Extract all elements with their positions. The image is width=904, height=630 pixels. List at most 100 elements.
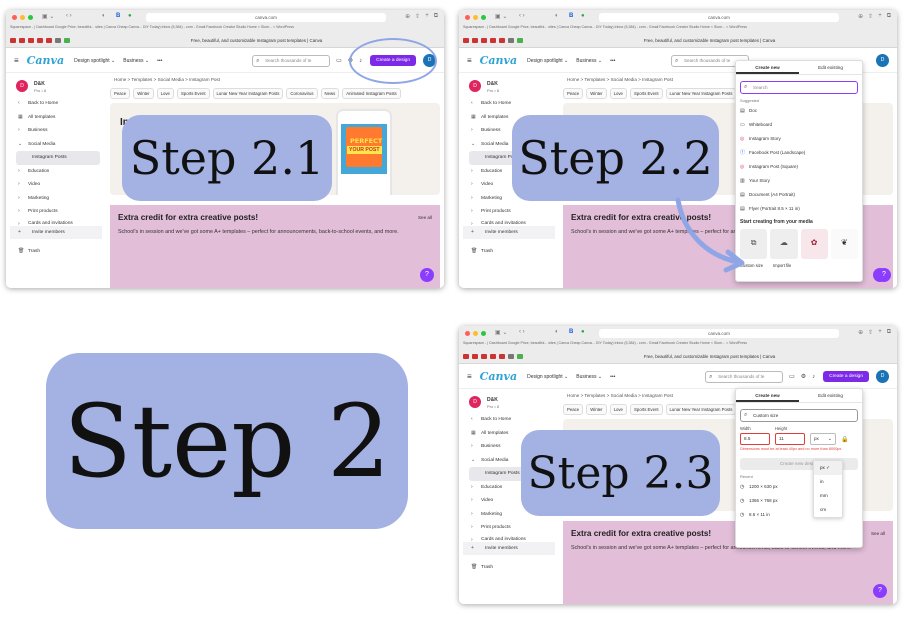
tab-edit-existing[interactable]: Edit existing [818,393,843,398]
dropdown-search-input[interactable]: ⌕Custom size [740,409,858,422]
chip-love[interactable]: Love [609,87,627,99]
chip-love[interactable]: Love [156,87,174,99]
sidebar-item-instagram-posts[interactable]: Instagram Posts [16,151,100,165]
create-design-button[interactable]: Create a design [823,371,869,382]
sidebar-item-video[interactable]: ›Video [459,494,559,508]
recent-size-item[interactable]: ◷8.5 × 11 in [736,508,862,522]
extension-icon[interactable]: B [116,13,121,19]
url-bar[interactable]: canva.com [599,329,839,338]
height-input[interactable]: 11 [775,433,805,445]
suggest-instagram-post[interactable]: ◎Instagram Post (Square) [736,160,862,174]
sidebar-item-trash[interactable]: 🗑Trash [6,245,106,259]
sidebar-item-cards[interactable]: ›Cards and invitations [459,535,559,542]
chip-sports-event[interactable]: Sports Event [629,403,663,415]
grammar-icon[interactable]: ● [128,13,132,19]
back-forward-icon[interactable]: ‹ › [66,13,72,19]
tab-edit-existing[interactable]: Edit existing [818,65,843,70]
nav-business[interactable]: Business ⌄ [123,57,150,64]
dropdown-search-input[interactable]: ⌕Search [740,81,858,94]
lock-icon[interactable]: 🔒 [841,437,849,443]
sidebar-toggle-icon[interactable]: ▣ ⌄ [42,14,55,20]
search-input[interactable]: ⌕Search thousands of te [705,370,784,383]
chip-sports-event[interactable]: Sports Event [629,87,663,99]
sidebar-toggle-icon[interactable]: ▣ ⌄ [495,14,508,20]
chip-animated[interactable]: Animated Instagram Posts [342,87,401,99]
window-controls[interactable] [12,15,33,20]
chip-sports-event[interactable]: Sports Event [176,87,210,99]
unit-option-mm[interactable]: mm [820,493,828,498]
window-controls[interactable] [465,331,486,336]
chip-love[interactable]: Love [609,403,627,415]
chip-lunar-new-year[interactable]: Lunar New Year Instagram Posts [212,87,284,99]
menu-icon[interactable]: ≡ [14,56,19,65]
sidebar-item-business[interactable]: ›Business [6,124,106,138]
unit-option-cm[interactable]: cm [820,507,827,512]
back-forward-icon[interactable]: ‹ › [519,329,525,335]
unit-option-px[interactable]: px ✓ [814,461,842,475]
chip-winter[interactable]: Winter [586,87,607,99]
sidebar-item-print-products[interactable]: ›Print products [459,205,559,219]
sidebar-item-back-home[interactable]: ‹Back to Home [459,413,559,427]
sidebar-item-cards[interactable]: ›Cards and invitations [6,219,106,226]
nav-more[interactable]: ••• [610,373,616,380]
breadcrumb[interactable]: Home > Templates > Social Media > Instag… [567,77,674,82]
media-thumbnail[interactable]: ✿ [800,229,828,259]
sidebar-item-business[interactable]: ›Business [459,440,559,454]
monitor-icon[interactable]: ▭ [789,374,795,380]
sidebar-item-education[interactable]: ›Education [459,481,559,495]
tab-create-new[interactable]: Create new [736,61,799,74]
sidebar-item-social-media[interactable]: ⌄Social Media [6,138,106,152]
media-thumbnail[interactable]: ❦ [830,229,858,259]
width-input[interactable]: 8.5 [740,433,770,445]
canva-logo[interactable]: Canva [479,370,518,383]
sidebar-invite-members[interactable]: +Invite members [463,541,555,555]
nav-more[interactable]: ••• [610,57,616,64]
help-button[interactable]: ? [873,584,887,598]
sidebar-item-marketing[interactable]: ›Marketing [459,192,559,206]
sidebar-item-trash[interactable]: 🗑Trash [459,245,559,259]
sidebar-item-education[interactable]: ›Education [459,165,559,179]
tab-strip[interactable]: Free, beautiful, and customizable Instag… [10,34,440,47]
breadcrumb[interactable]: Home > Templates > Social Media > Instag… [114,77,221,82]
sidebar-item-marketing[interactable]: ›Marketing [6,192,106,206]
window-controls[interactable] [465,15,486,20]
toolbar-icons[interactable]: ⊕⇧+⧉ [858,13,891,20]
bookmarks-bar[interactable]: Squarespace - | Dashboard Google Price, … [463,25,747,29]
grammar-icon[interactable]: ● [581,13,585,19]
chip-peace[interactable]: Peace [563,87,584,99]
suggest-doc[interactable]: ▤Doc [736,104,862,118]
canva-logo[interactable]: Canva [479,54,518,67]
nav-more[interactable]: ••• [157,57,163,64]
sidebar-item-cards[interactable]: ›Cards and invitations [459,219,559,226]
nav-business[interactable]: Business ⌄ [576,57,603,64]
sidebar-item-back-home[interactable]: ‹Back to Home [459,97,559,111]
canva-logo[interactable]: Canva [26,54,65,67]
see-all-link[interactable]: See all [870,531,885,536]
chip-winter[interactable]: Winter [586,403,607,415]
bell-icon[interactable]: ♪ [812,373,816,380]
sidebar-item-back-home[interactable]: ‹Back to Home [6,97,106,111]
suggest-document-a4[interactable]: ▤Document (A4 Portrait) [736,188,862,202]
active-tab-title[interactable]: Free, beautiful, and customizable Instag… [643,354,776,359]
suggest-flyer[interactable]: ▤Flyer (Portrait 8.5 × 11 in) [736,202,862,216]
suggest-your-story[interactable]: ▥Your Story [736,174,862,188]
sidebar-item-all-templates[interactable]: ▦All templates [6,111,106,125]
sidebar-item-video[interactable]: ›Video [6,178,106,192]
nav-design-spotlight[interactable]: Design spotlight ⌄ [527,57,569,64]
help-button[interactable]: ? [877,268,891,282]
nav-design-spotlight[interactable]: Design spotlight ⌄ [527,373,569,380]
menu-icon[interactable]: ≡ [467,372,472,381]
sidebar-item-all-templates[interactable]: ▦All templates [459,427,559,441]
recent-size-item[interactable]: ◷1366 × 768 px [736,494,862,508]
unit-select[interactable]: px⌄ [810,433,836,445]
extension-icon[interactable]: B [569,329,574,335]
url-bar[interactable]: canva.com [146,13,386,22]
avatar[interactable]: D [876,54,889,67]
suggest-whiteboard[interactable]: ▭Whiteboard [736,118,862,132]
sidebar-invite-members[interactable]: +Invite members [463,225,555,239]
toolbar-icons[interactable]: ⊕⇧+⧉ [858,329,891,336]
bookmarks-bar[interactable]: Squarespace - | Dashboard Google Price, … [463,341,747,345]
toolbar-icons[interactable]: ⊕⇧+⧉ [405,13,438,20]
tab-strip[interactable]: Free, beautiful, and customizable Instag… [463,350,893,363]
user-profile[interactable]: D D&K Pro • 8 [6,73,106,97]
